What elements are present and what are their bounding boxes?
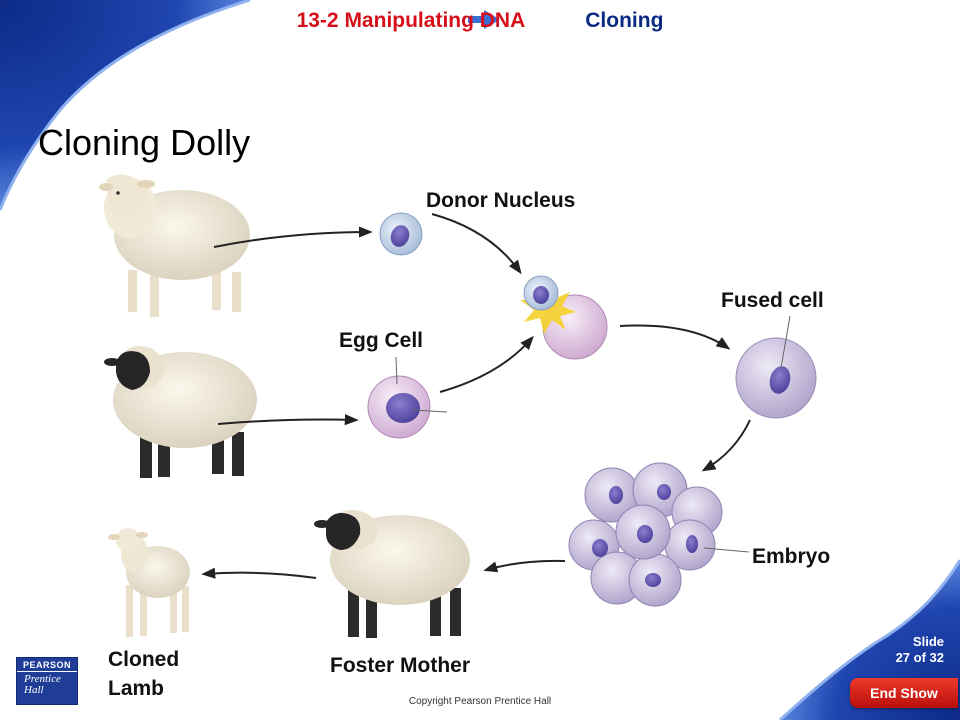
label-fused-cell: Fused cell bbox=[721, 289, 824, 312]
logo-text-top: PEARSON bbox=[17, 660, 77, 672]
fusion-cells bbox=[520, 275, 608, 360]
slide-position: 27 of 32 bbox=[895, 650, 944, 665]
donor-cell bbox=[379, 212, 423, 256]
egg-donor-sheep bbox=[104, 346, 257, 478]
donor-sheep bbox=[99, 174, 250, 317]
end-show-button[interactable]: End Show bbox=[850, 678, 958, 708]
label-egg-cell: Egg Cell bbox=[339, 329, 424, 352]
label-donor-nucleus: Donor Nucleus bbox=[426, 189, 576, 212]
fused-cell bbox=[735, 315, 817, 419]
embryo-cluster bbox=[568, 462, 750, 607]
pearson-logo: PEARSON Prentice Hall bbox=[16, 657, 78, 705]
topic-title: Cloning bbox=[585, 9, 664, 32]
logo-text-name: Prentice Hall bbox=[24, 674, 61, 696]
corner-decoration bbox=[0, 0, 250, 210]
slide-counter: Slide 27 of 32 bbox=[874, 634, 944, 666]
logo-text-line2: Hall bbox=[24, 684, 44, 696]
label-embryo: Embryo bbox=[752, 545, 831, 568]
process-arrows bbox=[201, 213, 751, 579]
cloned-lamb bbox=[108, 528, 190, 637]
page-title: Cloning Dolly bbox=[38, 122, 251, 163]
logo-text-line1: Prentice bbox=[24, 673, 61, 685]
label-cloned-line2: Lamb bbox=[108, 677, 165, 700]
label-foster-mother: Foster Mother bbox=[330, 654, 471, 677]
label-cloned-lamb: Cloned Lamb bbox=[108, 645, 179, 703]
section-title: 13-2 Manipulating DNA bbox=[296, 9, 526, 32]
right-arrow-icon bbox=[468, 10, 500, 29]
foster-mother-sheep bbox=[314, 510, 470, 638]
egg-cell bbox=[367, 356, 448, 439]
copyright-notice: Copyright Pearson Prentice Hall bbox=[408, 696, 552, 707]
slide-word: Slide bbox=[912, 634, 944, 649]
slide-header: 13-2 Manipulating DNA Cloning bbox=[0, 6, 960, 36]
label-cloned-line1: Cloned bbox=[108, 648, 180, 671]
